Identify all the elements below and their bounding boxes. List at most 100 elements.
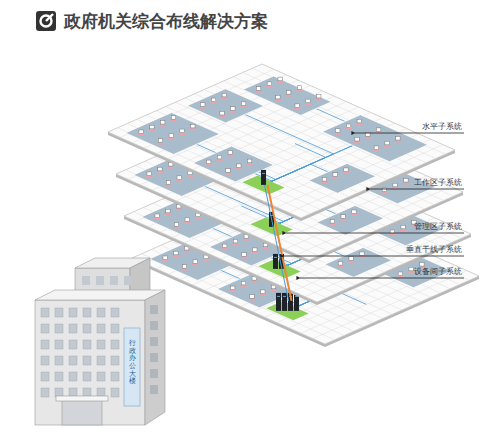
- leader-line: [284, 256, 464, 257]
- pc-monitor: [341, 215, 345, 219]
- window: [111, 372, 119, 381]
- rack: [273, 254, 278, 269]
- rack: [261, 170, 266, 185]
- desk: [332, 177, 338, 179]
- title-icon: [36, 11, 56, 31]
- office-room: [125, 113, 219, 155]
- desk: [266, 86, 272, 88]
- desk: [176, 180, 182, 182]
- pc-monitor: [336, 129, 340, 133]
- window: [150, 369, 158, 378]
- window: [110, 276, 118, 285]
- desk: [252, 252, 258, 254]
- window: [69, 388, 77, 397]
- pc-monitor: [223, 244, 227, 248]
- pc-monitor: [382, 188, 386, 192]
- desk: [260, 294, 266, 296]
- subsystem-label: 设备间子系统: [414, 268, 462, 277]
- window: [150, 353, 158, 362]
- desk: [187, 175, 193, 177]
- desk: [373, 150, 379, 152]
- pc-monitor: [211, 98, 215, 102]
- desk: [343, 172, 349, 174]
- pc-monitor: [158, 167, 162, 171]
- desk: [160, 124, 166, 126]
- pc-monitor: [385, 141, 389, 145]
- desk: [236, 168, 242, 170]
- desk: [329, 223, 335, 225]
- desk: [195, 217, 201, 219]
- pc-monitor: [201, 103, 205, 107]
- desk: [389, 234, 395, 236]
- window: [41, 340, 49, 349]
- desk: [184, 250, 190, 252]
- pc-monitor: [409, 267, 413, 271]
- desk: [222, 248, 228, 250]
- office-room: [317, 205, 384, 235]
- window: [41, 308, 49, 317]
- desk: [192, 264, 198, 266]
- pc-monitor: [420, 262, 424, 266]
- floor-plate: [108, 64, 455, 218]
- pc-monitor: [322, 177, 326, 181]
- rack: [276, 293, 281, 311]
- desk: [200, 107, 206, 109]
- leader-line: [300, 278, 464, 279]
- window: [69, 308, 77, 317]
- pc-monitor: [182, 265, 186, 269]
- desk: [316, 98, 322, 100]
- desk: [173, 227, 179, 229]
- pc-monitor: [193, 260, 197, 264]
- desk: [275, 99, 281, 101]
- office-room: [243, 76, 332, 115]
- pc-monitor: [228, 151, 232, 155]
- window: [69, 340, 77, 349]
- window: [41, 372, 49, 381]
- name-sign: [124, 328, 140, 406]
- window: [55, 308, 63, 317]
- window: [83, 356, 91, 365]
- equipment-floor: [266, 302, 308, 321]
- desk: [225, 173, 231, 175]
- window: [111, 324, 119, 333]
- pc-monitor: [346, 124, 350, 128]
- icon-square: [36, 11, 56, 31]
- desk: [211, 102, 217, 104]
- window: [83, 388, 91, 397]
- subsystem-label: 工作区子系统: [414, 179, 462, 188]
- desk: [346, 128, 352, 130]
- pc-monitor: [247, 159, 251, 163]
- desk: [165, 185, 171, 187]
- pc-monitor: [163, 256, 167, 260]
- building-roof: [35, 290, 165, 300]
- desk: [173, 255, 179, 257]
- title: 政府机关综合布线解决方案: [64, 10, 268, 33]
- desk: [277, 81, 283, 83]
- desk: [243, 239, 249, 241]
- window: [83, 372, 91, 381]
- window: [41, 388, 49, 397]
- desk: [232, 243, 238, 245]
- pc-monitor: [150, 125, 154, 129]
- desk: [340, 219, 346, 221]
- desk: [168, 138, 174, 140]
- desk: [221, 97, 227, 99]
- pc-monitor: [174, 223, 178, 227]
- pc-monitor: [185, 218, 189, 222]
- desk: [365, 137, 371, 139]
- pc-monitor: [349, 257, 353, 261]
- desk: [384, 145, 390, 147]
- desk: [181, 269, 187, 271]
- desk: [249, 299, 255, 301]
- desk: [241, 257, 247, 259]
- pc-monitor: [352, 210, 356, 214]
- window: [124, 276, 132, 285]
- entrance: [62, 400, 102, 425]
- desk: [176, 208, 182, 210]
- desk: [351, 214, 357, 216]
- desk: [219, 115, 225, 117]
- pc-monitor: [396, 136, 400, 140]
- pc-monitor: [166, 181, 170, 185]
- window: [69, 356, 77, 365]
